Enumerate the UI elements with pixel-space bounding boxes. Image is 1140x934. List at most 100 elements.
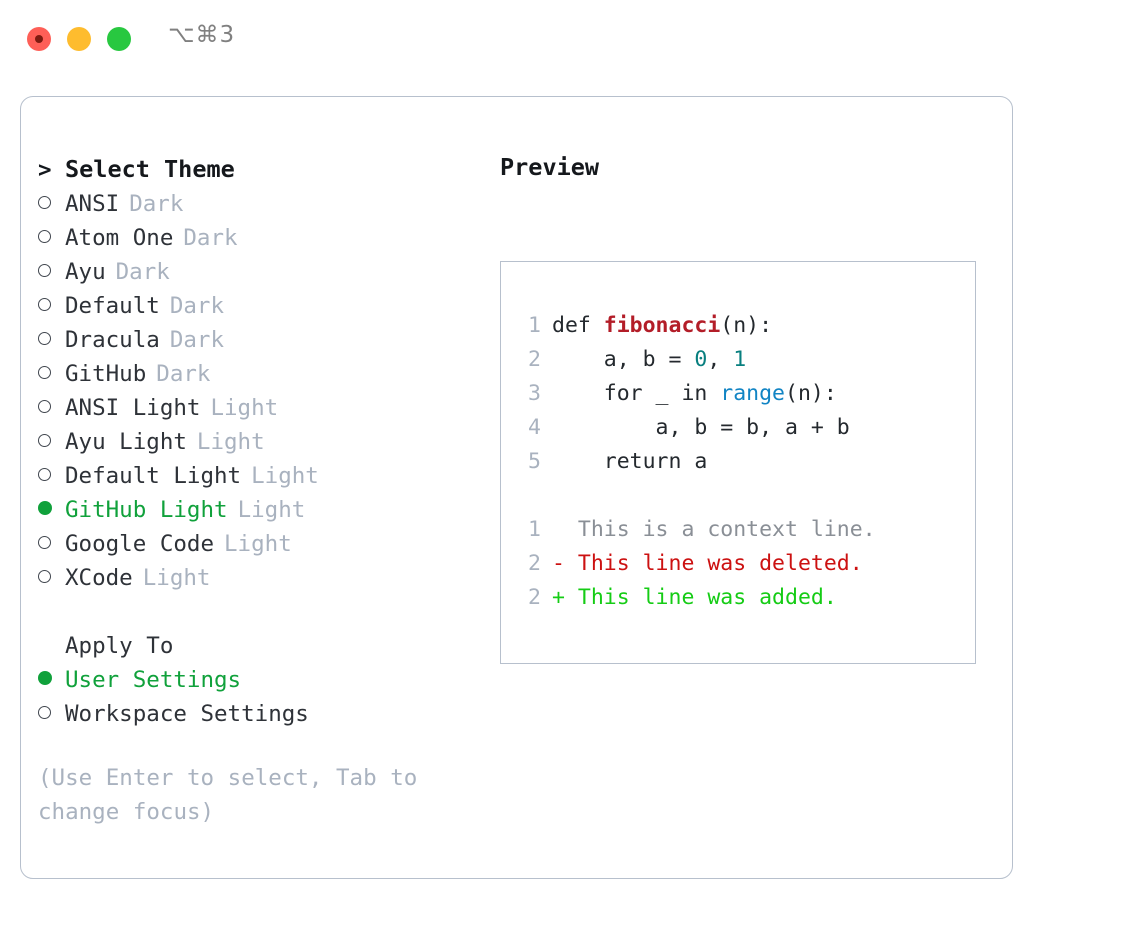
diff-line: 2- This line was deleted. (519, 547, 876, 581)
close-icon (35, 35, 43, 43)
theme-variant-badge: Light (224, 531, 292, 557)
radio-dot (38, 671, 52, 685)
theme-variant-badge: Dark (183, 225, 238, 251)
theme-name: GitHub Light (65, 497, 228, 523)
diff-text: - This line was deleted. (552, 551, 863, 576)
radio-unselected-icon[interactable] (38, 255, 65, 289)
radio-dot (38, 230, 51, 243)
code-token: a, b = (552, 347, 695, 372)
zoom-button[interactable] (107, 27, 131, 51)
title-bar: ⌥⌘3 (0, 0, 1140, 78)
theme-name: Default (65, 293, 160, 319)
radio-unselected-icon[interactable] (38, 357, 65, 391)
theme-name: Default Light (65, 463, 242, 489)
theme-variant-badge: Dark (129, 191, 184, 217)
theme-list-item[interactable]: Default Dark (38, 289, 478, 323)
radio-dot (38, 468, 51, 481)
theme-variant-badge: Dark (169, 293, 225, 319)
theme-variant-badge: Dark (115, 259, 170, 285)
theme-list-item[interactable]: XCode Light (38, 561, 478, 595)
code-token: fibonacci (603, 313, 721, 338)
apply-to-item[interactable]: User Settings (38, 663, 478, 697)
theme-variant-badge: Dark (156, 361, 211, 387)
radio-unselected-icon[interactable] (38, 527, 65, 561)
close-button[interactable] (27, 27, 51, 51)
code-token: (n): (720, 313, 773, 338)
theme-list-item[interactable]: Atom One Dark (38, 221, 478, 255)
theme-variant-badge: Light (210, 395, 279, 421)
apply-to-label: Workspace Settings (65, 701, 309, 727)
line-number: 1 (528, 313, 541, 338)
theme-variant-badge: Light (142, 565, 211, 591)
line-number: 2 (528, 585, 541, 610)
preview-title: Preview (500, 153, 600, 181)
code-token: 0 (694, 347, 708, 372)
theme-list-item[interactable]: GitHub Light Light (38, 493, 478, 527)
line-number: 2 (528, 347, 541, 372)
apply-to-item[interactable]: Workspace Settings (38, 697, 478, 731)
code-line: 5 return a (519, 445, 876, 479)
radio-unselected-icon[interactable] (38, 459, 65, 493)
theme-name: XCode (65, 565, 133, 591)
radio-unselected-icon[interactable] (38, 391, 65, 425)
code-line: 3 for _ in range(n): (519, 377, 876, 411)
diff-text: + This line was added. (552, 585, 837, 610)
caret-icon: > (38, 157, 52, 183)
theme-name: ANSI (65, 191, 120, 217)
theme-name: Atom One (65, 225, 174, 251)
theme-name: Dracula (65, 327, 160, 353)
line-number: 1 (528, 517, 541, 542)
radio-dot (38, 264, 51, 277)
theme-name: Google Code (65, 531, 215, 557)
keyboard-shortcut-label: ⌥⌘3 (168, 22, 236, 48)
code-token: , (707, 347, 734, 372)
select-theme-heading: > Select Theme (38, 153, 478, 187)
theme-list-item[interactable]: Google Code Light (38, 527, 478, 561)
radio-dot (38, 434, 51, 447)
radio-unselected-icon[interactable] (38, 289, 65, 323)
code-token: for _ in (552, 381, 721, 406)
list-spacer (38, 595, 478, 629)
radio-selected-icon[interactable] (38, 663, 65, 697)
radio-dot (38, 366, 51, 379)
radio-unselected-icon[interactable] (38, 697, 65, 731)
radio-unselected-icon[interactable] (38, 323, 65, 357)
code-line: 2 a, b = 0, 1 (519, 343, 876, 377)
code-token: (n): (785, 381, 837, 406)
radio-unselected-icon[interactable] (38, 221, 65, 255)
radio-dot (38, 298, 51, 311)
radio-unselected-icon[interactable] (38, 187, 65, 221)
apply-to-heading: Apply To (65, 633, 174, 659)
radio-dot (38, 196, 51, 209)
theme-list-item[interactable]: ANSI Dark (38, 187, 478, 221)
radio-unselected-icon[interactable] (38, 561, 65, 595)
diff-line: 2 + This line was added. (519, 581, 876, 615)
radio-dot (38, 536, 51, 549)
code-token: 1 (733, 347, 747, 372)
radio-selected-icon[interactable] (38, 493, 65, 527)
line-number: 5 (528, 449, 541, 474)
theme-variant-badge: Light (237, 497, 306, 523)
code-token: return a (552, 449, 708, 474)
diff-line: 1 This is a context line. (519, 513, 876, 547)
radio-unselected-icon[interactable] (38, 425, 65, 459)
line-number: 3 (528, 381, 541, 406)
code-diff-separator (519, 479, 876, 513)
radio-dot (38, 332, 51, 345)
diff-text: This is a context line. (552, 517, 876, 542)
theme-variant-badge: Light (196, 429, 265, 455)
minimize-button[interactable] (67, 27, 91, 51)
code-token: range (720, 381, 786, 406)
